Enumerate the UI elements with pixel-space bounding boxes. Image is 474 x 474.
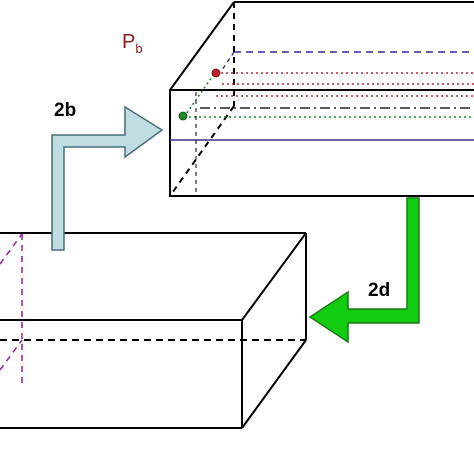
red-dot: [211, 68, 221, 78]
point-label-pb: Pb: [122, 31, 143, 56]
arrow-2d: [308, 197, 420, 344]
purple-dashed-diagonal: [221, 51, 235, 71]
lower-box-side-bottom: [241, 339, 307, 429]
arrow-2b: [51, 105, 164, 251]
upper-box: [169, 1, 474, 197]
lower-box: [0, 232, 307, 429]
magenta-dashed-top-diagonal: [0, 233, 23, 265]
upper-box-internal-lines: [170, 51, 474, 196]
green-dot: [178, 111, 188, 121]
arrow-2d-label: 2d: [368, 280, 390, 301]
magenta-dashed-bottom-diagonal: [0, 339, 23, 371]
green-dotted-diagonal: [183, 73, 215, 118]
arrow-2b-label: 2b: [54, 100, 76, 121]
upper-box-top-left-edge: [169, 1, 235, 91]
upper-box-front-face: [169, 89, 474, 197]
lower-box-top-right: [241, 232, 307, 321]
lower-box-magenta-lines: [0, 233, 23, 386]
upper-box-hidden-bottom-edge: [169, 105, 235, 197]
